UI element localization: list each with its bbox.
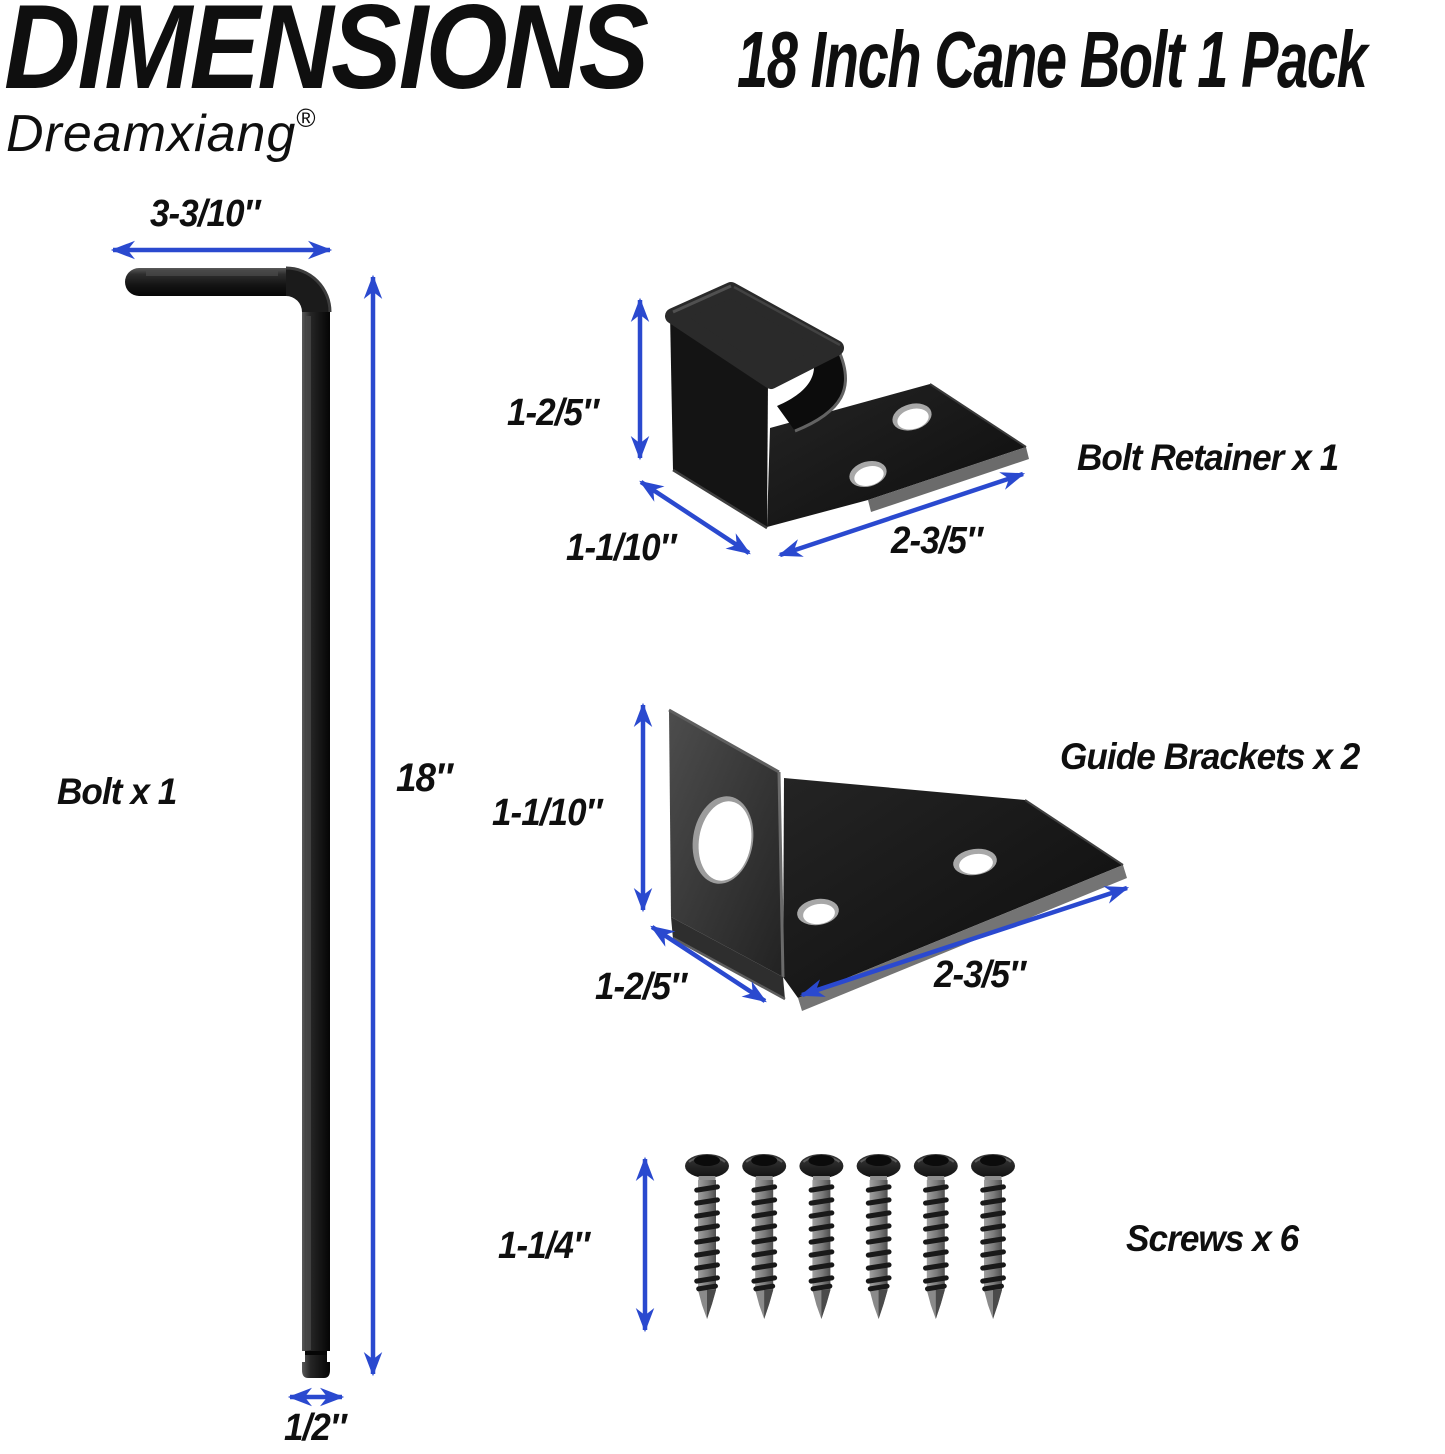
label-guide-brackets: Guide Brackets x 2: [1060, 736, 1360, 777]
dim-retainer-width: 2-3/5″: [891, 520, 983, 562]
screw: [912, 1153, 959, 1320]
page-subtitle: 18 Inch Cane Bolt 1 Pack: [737, 15, 1368, 104]
dimension-arrows: [110, 240, 1130, 1407]
dim-screw-length: 1-1/4″: [498, 1225, 590, 1267]
arrow-guide-width: [799, 885, 1130, 998]
dim-retainer-height: 1-2/5″: [507, 392, 599, 434]
brand-logo: Dreamxiang®: [6, 102, 317, 163]
screw: [970, 1153, 1016, 1320]
arrow-guide-depth: [650, 925, 767, 1003]
arrow-retainer-width: [777, 471, 1026, 558]
dim-bolt-tip-diameter: 1/2″: [284, 1407, 347, 1449]
arrow-retainer-depth: [639, 480, 751, 555]
registered-trademark-mark: ®: [296, 102, 317, 133]
label-screws: Screws x 6: [1126, 1218, 1299, 1259]
screws-graphic: [684, 1153, 1016, 1320]
screw: [684, 1153, 730, 1320]
dim-bolt-length: 18″: [396, 756, 453, 800]
dim-retainer-depth: 1-1/10″: [566, 527, 676, 569]
page-title: DIMENSIONS: [4, 0, 649, 114]
screw: [855, 1153, 902, 1320]
screw: [741, 1153, 788, 1320]
brand-name: Dreamxiang: [6, 105, 297, 163]
cane-bolt-graphic: [125, 266, 332, 1378]
label-bolt: Bolt x 1: [57, 771, 177, 812]
label-bolt-retainer: Bolt Retainer x 1: [1077, 437, 1339, 478]
dim-bolt-handle-width: 3-3/10″: [150, 193, 260, 235]
dim-guide-height: 1-1/10″: [492, 792, 602, 834]
dim-guide-width: 2-3/5″: [934, 954, 1026, 996]
dim-guide-depth: 1-2/5″: [595, 966, 687, 1008]
screw: [798, 1153, 845, 1320]
guide-bracket-graphic: [668, 708, 1127, 1011]
